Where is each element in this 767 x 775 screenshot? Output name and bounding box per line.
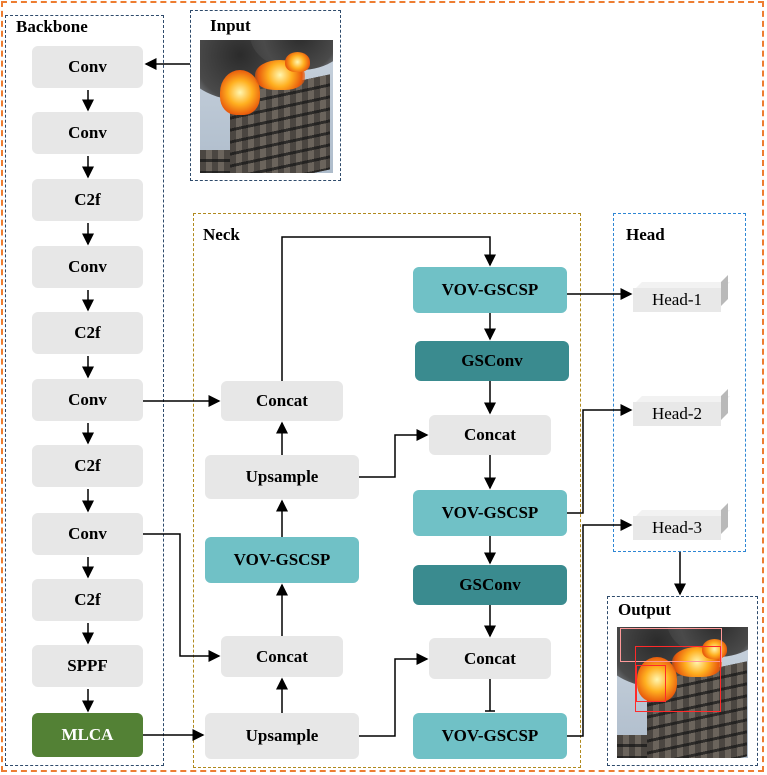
neck-gsconv-1: GSConv	[415, 341, 569, 381]
neck-upsample-1: Upsample	[205, 455, 359, 499]
neck-concat-left-2: Concat	[221, 636, 343, 677]
backbone-group	[5, 15, 164, 766]
backbone-c2f-1: C2f	[32, 179, 143, 221]
neck-label: Neck	[203, 225, 240, 244]
neck-vov-gscsp-1: VOV-GSCSP	[413, 267, 567, 313]
backbone-mlca: MLCA	[32, 713, 143, 757]
input-image	[200, 40, 333, 173]
neck-concat-right-1: Concat	[429, 415, 551, 455]
backbone-c2f-2: C2f	[32, 312, 143, 354]
backbone-conv-2: Conv	[32, 112, 143, 154]
output-group	[607, 596, 758, 766]
head-2-block: Head-2	[633, 402, 721, 426]
head-3-block: Head-3	[633, 516, 721, 540]
backbone-conv-3: Conv	[32, 246, 143, 288]
output-image	[617, 627, 748, 758]
backbone-conv-1: Conv	[32, 46, 143, 88]
head-1-block: Head-1	[633, 288, 721, 312]
input-group	[190, 10, 341, 181]
backbone-label: Backbone	[16, 17, 88, 36]
output-label: Output	[618, 600, 671, 619]
backbone-c2f-3: C2f	[32, 445, 143, 487]
backbone-conv-5: Conv	[32, 513, 143, 555]
neck-gsconv-2: GSConv	[413, 565, 567, 605]
neck-vov-gscsp-3: VOV-GSCSP	[413, 713, 567, 759]
neck-vov-gscsp-left: VOV-GSCSP	[205, 537, 359, 583]
neck-group	[193, 213, 581, 768]
neck-concat-right-2: Concat	[429, 638, 551, 679]
backbone-c2f-4: C2f	[32, 579, 143, 621]
backbone-sppf: SPPF	[32, 645, 143, 687]
detection-box	[620, 628, 722, 662]
neck-concat-left-1: Concat	[221, 381, 343, 421]
neck-upsample-2: Upsample	[205, 713, 359, 759]
backbone-conv-4: Conv	[32, 379, 143, 421]
neck-vov-gscsp-2: VOV-GSCSP	[413, 490, 567, 536]
detection-box	[635, 646, 721, 712]
input-label: Input	[210, 16, 251, 35]
detection-box	[636, 665, 666, 702]
head-group	[613, 213, 746, 552]
head-label: Head	[626, 225, 665, 244]
